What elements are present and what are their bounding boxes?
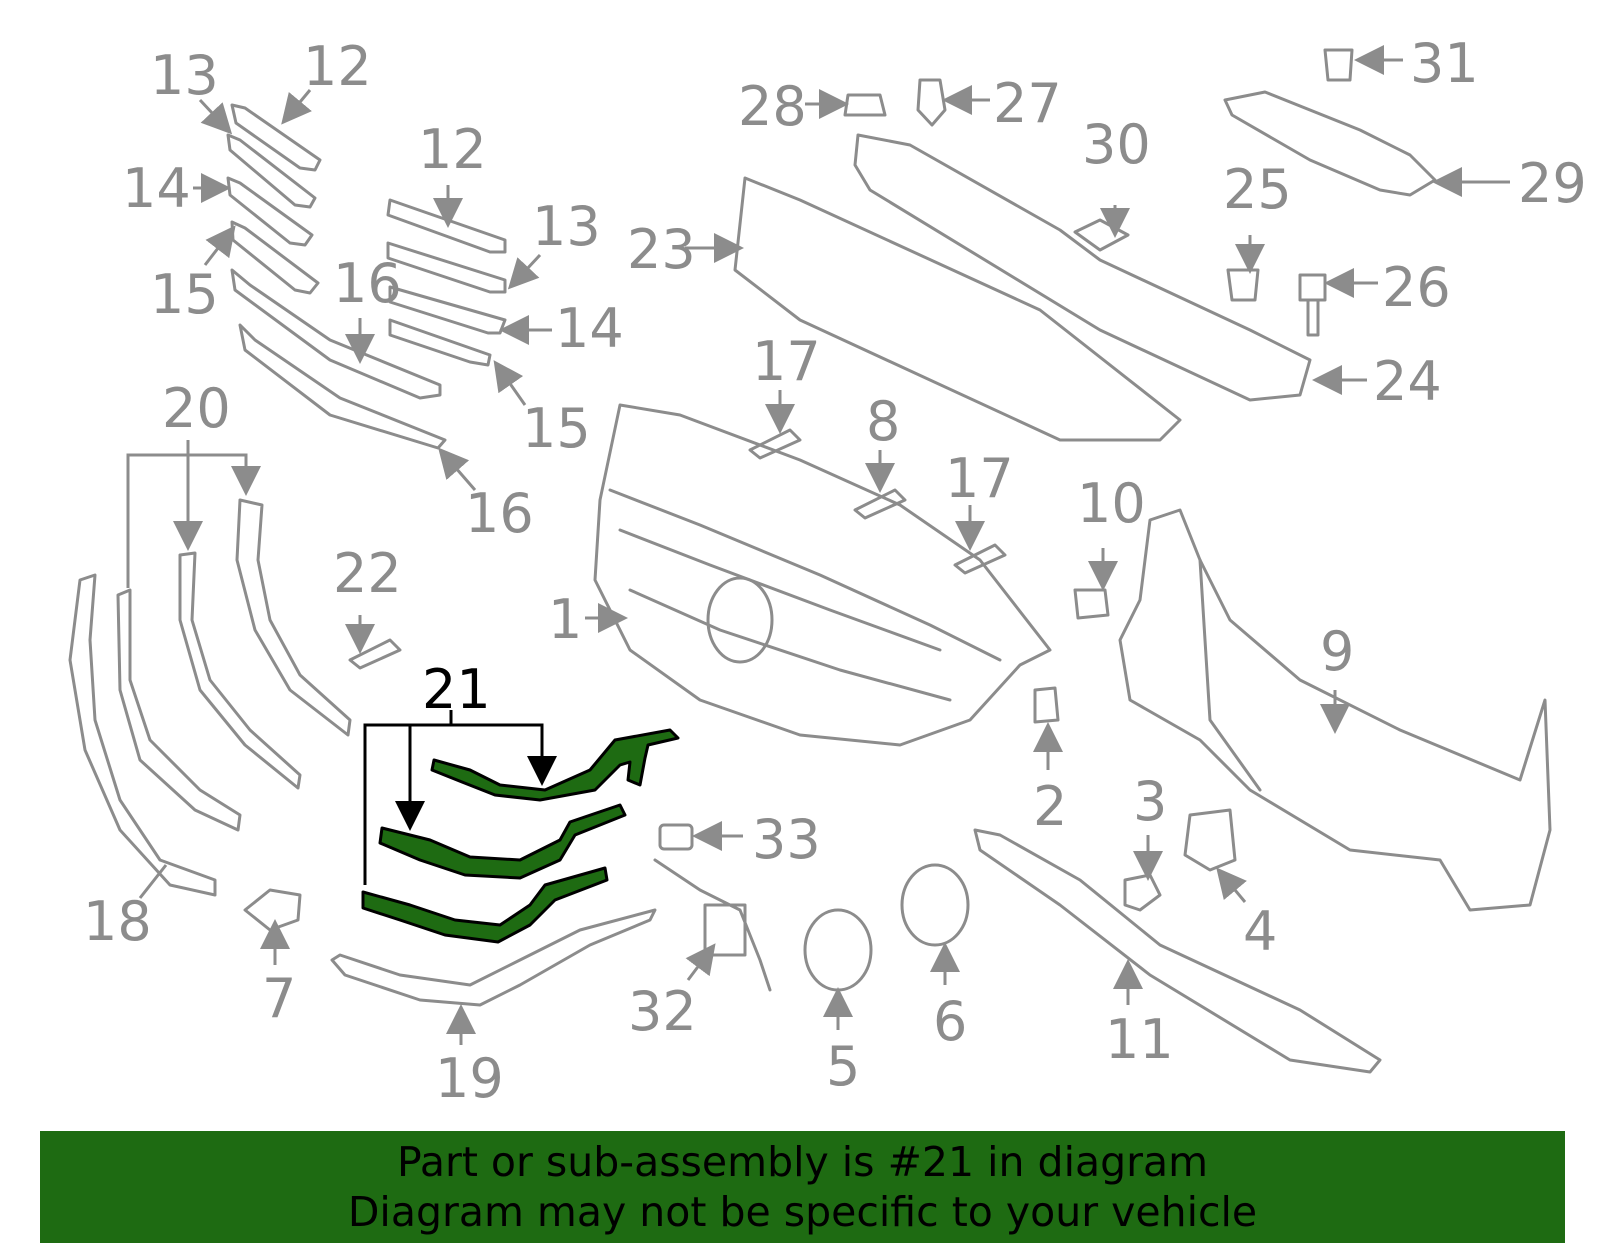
bracket-7: [243, 888, 302, 932]
clip-2: [1033, 686, 1060, 724]
bracket-4: [1183, 808, 1237, 872]
callout-13: 13: [150, 44, 219, 107]
callout-19: 19: [435, 1047, 504, 1110]
side-moldings-20: [68, 498, 352, 897]
callout-4: 4: [1243, 900, 1277, 963]
callout-12: 12: [303, 35, 372, 98]
callout-28: 28: [738, 75, 807, 138]
highlighted-part-21: [361, 728, 680, 944]
callout-8: 8: [866, 390, 900, 453]
upper-left-molding-strips: [226, 103, 447, 450]
carrier-9: [1118, 508, 1552, 912]
upper-panel-23: [733, 176, 1182, 442]
banner-line-1: Part or sub-assembly is #21 in diagram: [396, 1138, 1209, 1186]
callout-3: 3: [1133, 770, 1167, 833]
callout-16: 16: [333, 252, 402, 315]
callout-7: 7: [262, 967, 296, 1030]
clip-27: [916, 78, 947, 127]
bracket-3: [1123, 873, 1162, 912]
absorber-11: [973, 828, 1382, 1074]
callout-24: 24: [1373, 350, 1442, 413]
callout-10: 10: [1077, 472, 1146, 535]
clip-25: [1226, 268, 1260, 302]
sensor-33: [658, 823, 694, 851]
callout-2: 2: [1033, 775, 1067, 838]
lower-molding-19: [330, 908, 657, 1007]
callout-14: 14: [122, 157, 191, 220]
callout-32: 32: [628, 980, 697, 1043]
bolt-26: [1298, 273, 1327, 337]
air-guide-24: [853, 133, 1312, 402]
harness-32: [653, 858, 772, 992]
emblem-5: [803, 908, 873, 992]
callout-18: 18: [83, 890, 152, 953]
callout-labels: 13 12 14 15 16 12 13 14 15 16 20 18 7 19…: [83, 32, 1587, 1110]
callout-15: 15: [150, 263, 219, 326]
banner-line-2: Diagram may not be specific to your vehi…: [347, 1188, 1258, 1236]
callout-13: 13: [532, 195, 601, 258]
callout-23: 23: [627, 218, 696, 281]
screw-22: [348, 638, 402, 670]
callout-20: 20: [162, 377, 231, 440]
callout-27: 27: [993, 72, 1062, 135]
clip-28: [843, 93, 887, 117]
clip-31: [1323, 48, 1354, 82]
notice-banner: Part or sub-assembly is #21 in diagram D…: [40, 1131, 1565, 1243]
callout-21: 21: [422, 658, 491, 721]
callout-31: 31: [1410, 32, 1479, 95]
callout-17: 17: [945, 447, 1014, 510]
callout-26: 26: [1382, 256, 1451, 319]
screw-17b: [953, 543, 1007, 575]
callout-9: 9: [1320, 620, 1354, 683]
leader-lines-21: [363, 710, 557, 885]
callout-17: 17: [752, 330, 821, 393]
callout-14: 14: [555, 297, 624, 360]
leader-lines: [126, 45, 1510, 1045]
callout-33: 33: [752, 808, 821, 871]
emblem-base-6: [900, 863, 970, 947]
callout-30: 30: [1082, 113, 1151, 176]
callout-29: 29: [1518, 152, 1587, 215]
nut-10: [1073, 588, 1110, 620]
callout-12: 12: [418, 118, 487, 181]
callout-11: 11: [1105, 1008, 1174, 1071]
screw-17a: [748, 428, 802, 460]
screw-8: [853, 488, 907, 520]
bracket-29: [1223, 90, 1437, 197]
callout-15: 15: [522, 397, 591, 460]
callout-25: 25: [1223, 158, 1292, 221]
callout-5: 5: [826, 1035, 860, 1098]
callout-22: 22: [333, 542, 402, 605]
callout-6: 6: [933, 990, 967, 1053]
upper-center-molding-strips: [386, 198, 507, 367]
callout-1: 1: [548, 588, 582, 651]
callout-16: 16: [465, 482, 534, 545]
